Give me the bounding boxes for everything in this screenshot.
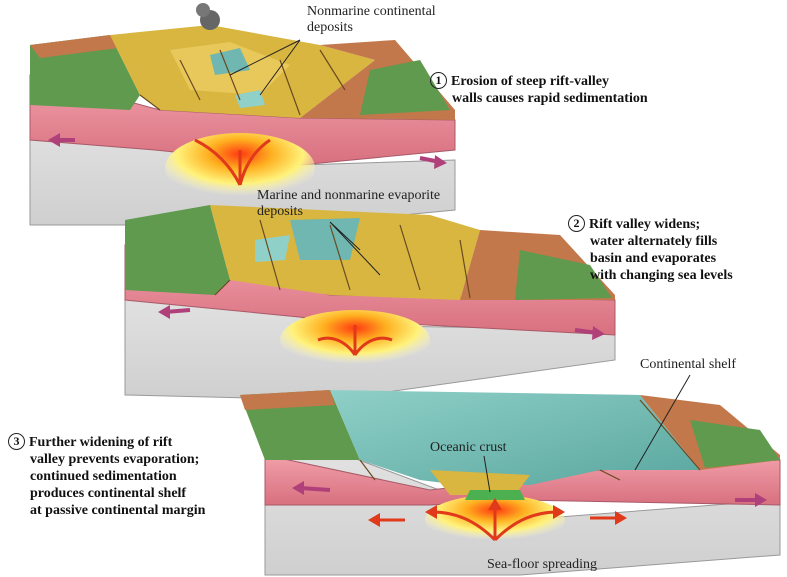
stage-1-caption: 1 Erosion of steep rift-valley walls caus…	[430, 72, 648, 107]
stage-2-caption: 2 Rift valley widens; water alternately f…	[568, 215, 733, 284]
stage-3-number: 3	[8, 433, 25, 450]
stage-3-line-1: Further widening of rift	[29, 435, 172, 450]
stage-2-number: 2	[568, 215, 585, 232]
stage-1-line-1: Erosion of steep rift-valley	[451, 74, 609, 89]
evaporite-deposits-label: Marine and nonmarine evaporite deposits	[257, 188, 440, 220]
stage-2-line-4: with changing sea levels	[568, 267, 733, 284]
stage-3-line-3: continued sedimentation	[8, 468, 205, 485]
stage-1-line-2: walls causes rapid sedimentation	[430, 90, 648, 107]
block-stage-3	[240, 390, 780, 575]
nonmarine-deposits-line-2: deposits	[307, 20, 353, 35]
oceanic-crust-label: Oceanic crust	[430, 440, 507, 456]
stage-2-line-3: basin and evaporates	[568, 250, 733, 267]
nonmarine-deposits-line-1: Nonmarine continental	[307, 4, 436, 19]
stage-3-line-2: valley prevents evaporation;	[8, 451, 205, 468]
evaporite-deposits-line-2: deposits	[257, 204, 303, 219]
evaporite-deposits-line-1: Marine and nonmarine evaporite	[257, 188, 440, 203]
stage-2-line-1: Rift valley widens;	[589, 217, 700, 232]
stage-3-line-4: produces continental shelf	[8, 485, 205, 502]
nonmarine-deposits-label: Nonmarine continental deposits	[307, 4, 436, 36]
sea-floor-spreading-label: Sea-floor spreading	[487, 557, 597, 573]
stage-1-number: 1	[430, 72, 447, 89]
stage-3-caption: 3 Further widening of rift valley prevent…	[8, 433, 205, 519]
stage-2-line-2: water alternately fills	[568, 233, 733, 250]
stage-3-line-5: at passive continental margin	[8, 502, 205, 519]
block-stage-2	[125, 205, 615, 400]
continental-shelf-label: Continental shelf	[640, 357, 736, 373]
